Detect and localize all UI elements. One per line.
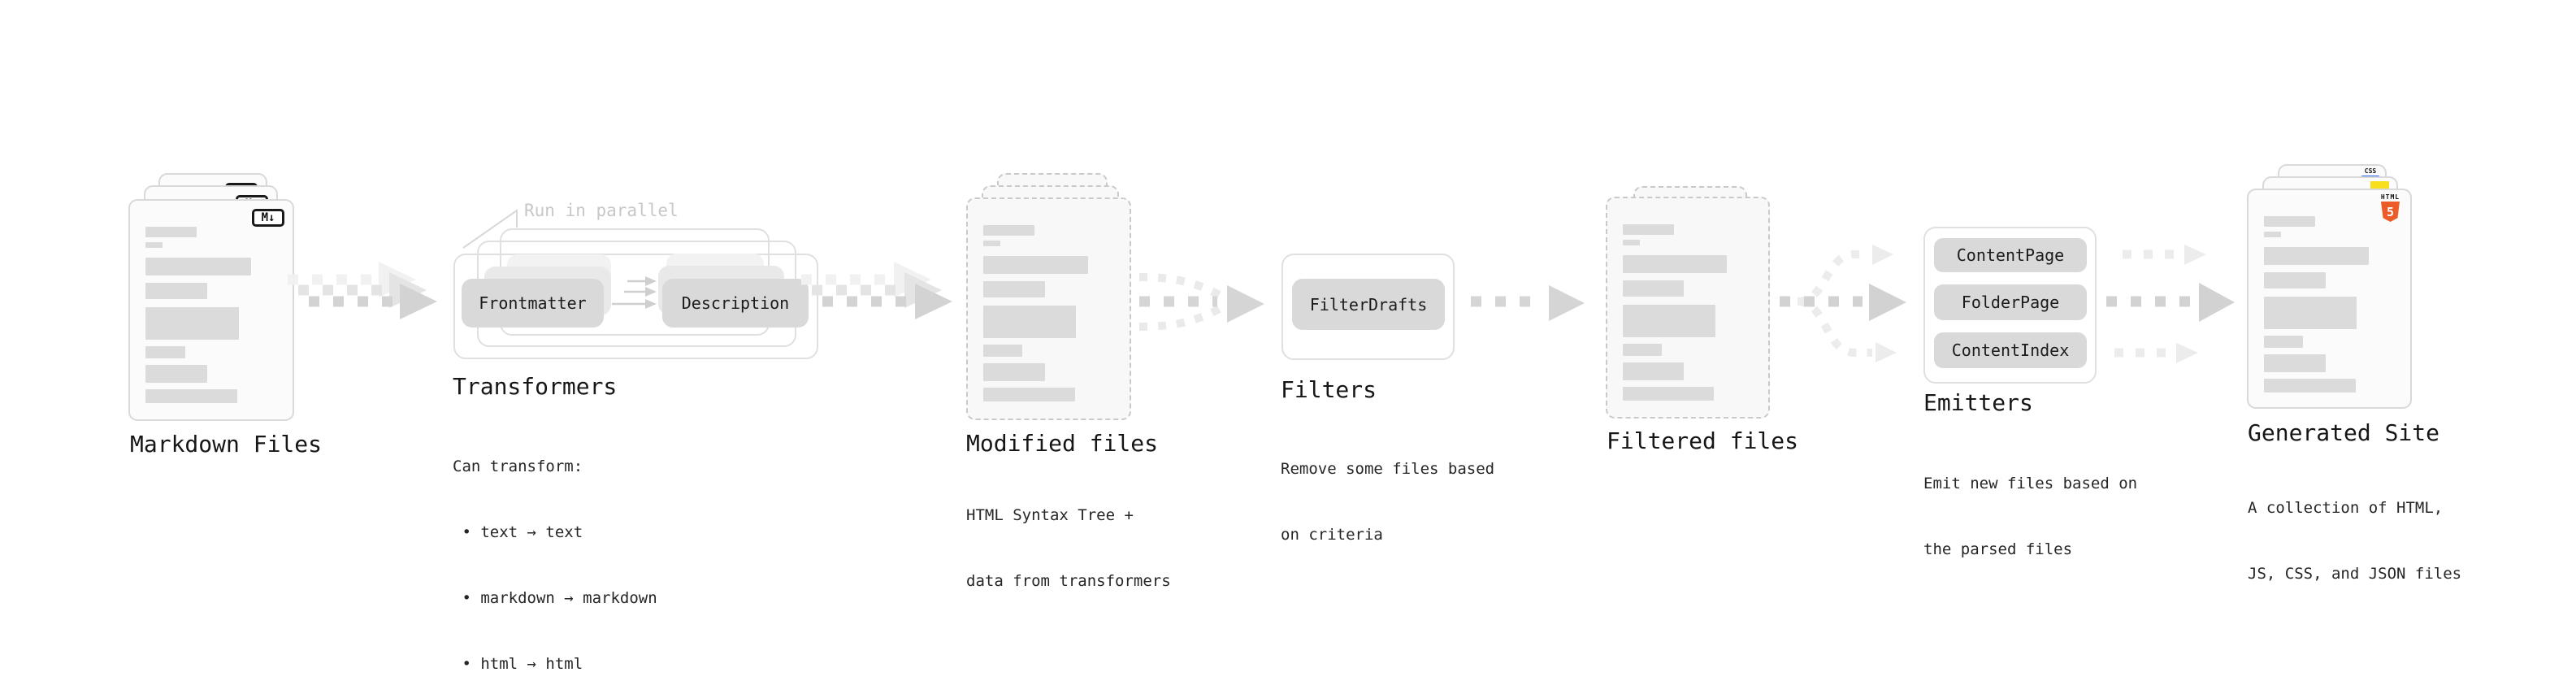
skeleton-bar xyxy=(2264,216,2315,227)
js-file-icon xyxy=(2370,181,2389,190)
skeleton-bar xyxy=(983,345,1023,357)
modified-file-card-front xyxy=(966,197,1131,420)
arrow-transformers-to-modified xyxy=(801,262,952,319)
skeleton-bar xyxy=(983,225,1034,236)
filters-holder xyxy=(1281,254,1455,360)
skeleton-bar xyxy=(145,346,185,358)
emitters-holder xyxy=(1923,227,2097,384)
file-skeleton xyxy=(2264,216,2395,393)
transformer-holder-front xyxy=(453,254,818,359)
filters-title: Filters xyxy=(1281,376,1377,403)
arrow-markdown-to-transformers xyxy=(288,262,437,319)
frontmatter-chip: Frontmatter xyxy=(462,279,604,327)
skeleton-bar xyxy=(983,388,1075,401)
transformers-description: Can transform: • text → text • markdown … xyxy=(453,412,657,681)
filtered-file-card-front xyxy=(1606,197,1770,419)
skeleton-bar xyxy=(2264,354,2326,372)
filtered-files-label: Filtered files xyxy=(1607,427,1799,454)
emitters-title: Emitters xyxy=(1923,389,2033,416)
html5-shield: 5 xyxy=(2381,202,2400,222)
skeleton-bar xyxy=(983,281,1045,297)
description-line: Remove some files based xyxy=(1281,460,1495,478)
html5-icon: HTML 5 xyxy=(2380,193,2400,222)
file-skeleton xyxy=(145,227,277,403)
skeleton-bar xyxy=(1623,224,1674,235)
arrow-filtered-to-emitters xyxy=(1780,245,1906,362)
html5-badge-label: HTML xyxy=(2380,193,2400,201)
skeleton-bar xyxy=(145,307,240,340)
description-line: A collection of HTML, xyxy=(2248,499,2444,517)
skeleton-bar xyxy=(1623,240,1640,245)
arrow-emitters-to-generated xyxy=(2106,245,2235,363)
transformers-title: Transformers xyxy=(453,373,618,400)
description-chip: Description xyxy=(662,279,809,327)
skeleton-bar xyxy=(2264,297,2357,329)
filters-description: Remove some files based on criteria xyxy=(1281,414,1494,590)
generated-site-description: A collection of HTML, JS, CSS, and JSON … xyxy=(2248,453,2461,629)
markdown-icon: M↓ xyxy=(252,209,284,227)
skeleton-bar xyxy=(2264,379,2356,393)
skeleton-bar xyxy=(1623,362,1685,380)
skeleton-bar xyxy=(145,389,238,403)
description-line: on criteria xyxy=(1281,526,1383,544)
skeleton-bar xyxy=(145,242,163,248)
folderpage-chip: FolderPage xyxy=(1934,284,2087,320)
skeleton-bar xyxy=(2264,336,2304,348)
description-line: • markdown → markdown xyxy=(453,589,657,607)
skeleton-bar xyxy=(1623,255,1727,273)
description-line: the parsed files xyxy=(1923,540,2073,558)
arrow-filters-to-filtered xyxy=(1471,285,1585,321)
description-line: • html → html xyxy=(453,655,583,673)
skeleton-bar xyxy=(145,365,208,383)
skeleton-bar xyxy=(145,283,208,299)
description-line: data from transformers xyxy=(966,572,1171,590)
emitters-description: Emit new files based on the parsed files xyxy=(1923,429,2137,605)
file-skeleton xyxy=(1623,224,1753,401)
skeleton-bar xyxy=(1623,280,1685,297)
description-line: JS, CSS, and JSON files xyxy=(2248,565,2462,583)
filterdrafts-chip: FilterDrafts xyxy=(1292,279,1445,330)
skeleton-bar xyxy=(145,258,251,275)
html5-number: 5 xyxy=(2386,204,2395,219)
generated-file-card-html: HTML 5 xyxy=(2247,189,2412,409)
markdown-files-label: Markdown Files xyxy=(130,431,323,458)
skeleton-bar xyxy=(2264,247,2369,265)
skeleton-bar xyxy=(1623,387,1714,401)
description-line: Emit new files based on xyxy=(1923,475,2138,492)
file-skeleton xyxy=(983,225,1114,401)
skeleton-bar xyxy=(2264,272,2326,288)
modified-files-label: Modified files xyxy=(966,430,1159,457)
modified-files-description: HTML Syntax Tree + data from transformer… xyxy=(966,461,1171,636)
run-in-parallel-note: Run in parallel xyxy=(524,201,679,220)
skeleton-bar xyxy=(983,363,1045,381)
arrow-modified-to-filters xyxy=(1138,273,1264,331)
skeleton-bar xyxy=(1623,344,1662,356)
skeleton-bar xyxy=(1623,305,1715,337)
description-line: • text → text xyxy=(453,523,583,541)
markdown-file-card-front: M↓ xyxy=(128,199,294,421)
skeleton-bar xyxy=(983,241,1000,246)
skeleton-bar xyxy=(145,227,197,237)
skeleton-bar xyxy=(983,306,1077,338)
skeleton-bar xyxy=(983,256,1088,274)
skeleton-bar xyxy=(2264,232,2281,237)
description-line: Can transform: xyxy=(453,458,583,475)
contentindex-chip: ContentIndex xyxy=(1934,332,2087,368)
generated-site-label: Generated Site xyxy=(2248,419,2440,446)
description-line: HTML Syntax Tree + xyxy=(966,506,1134,524)
contentpage-chip: ContentPage xyxy=(1934,238,2087,272)
css-badge-label: CSS xyxy=(2364,167,2377,175)
